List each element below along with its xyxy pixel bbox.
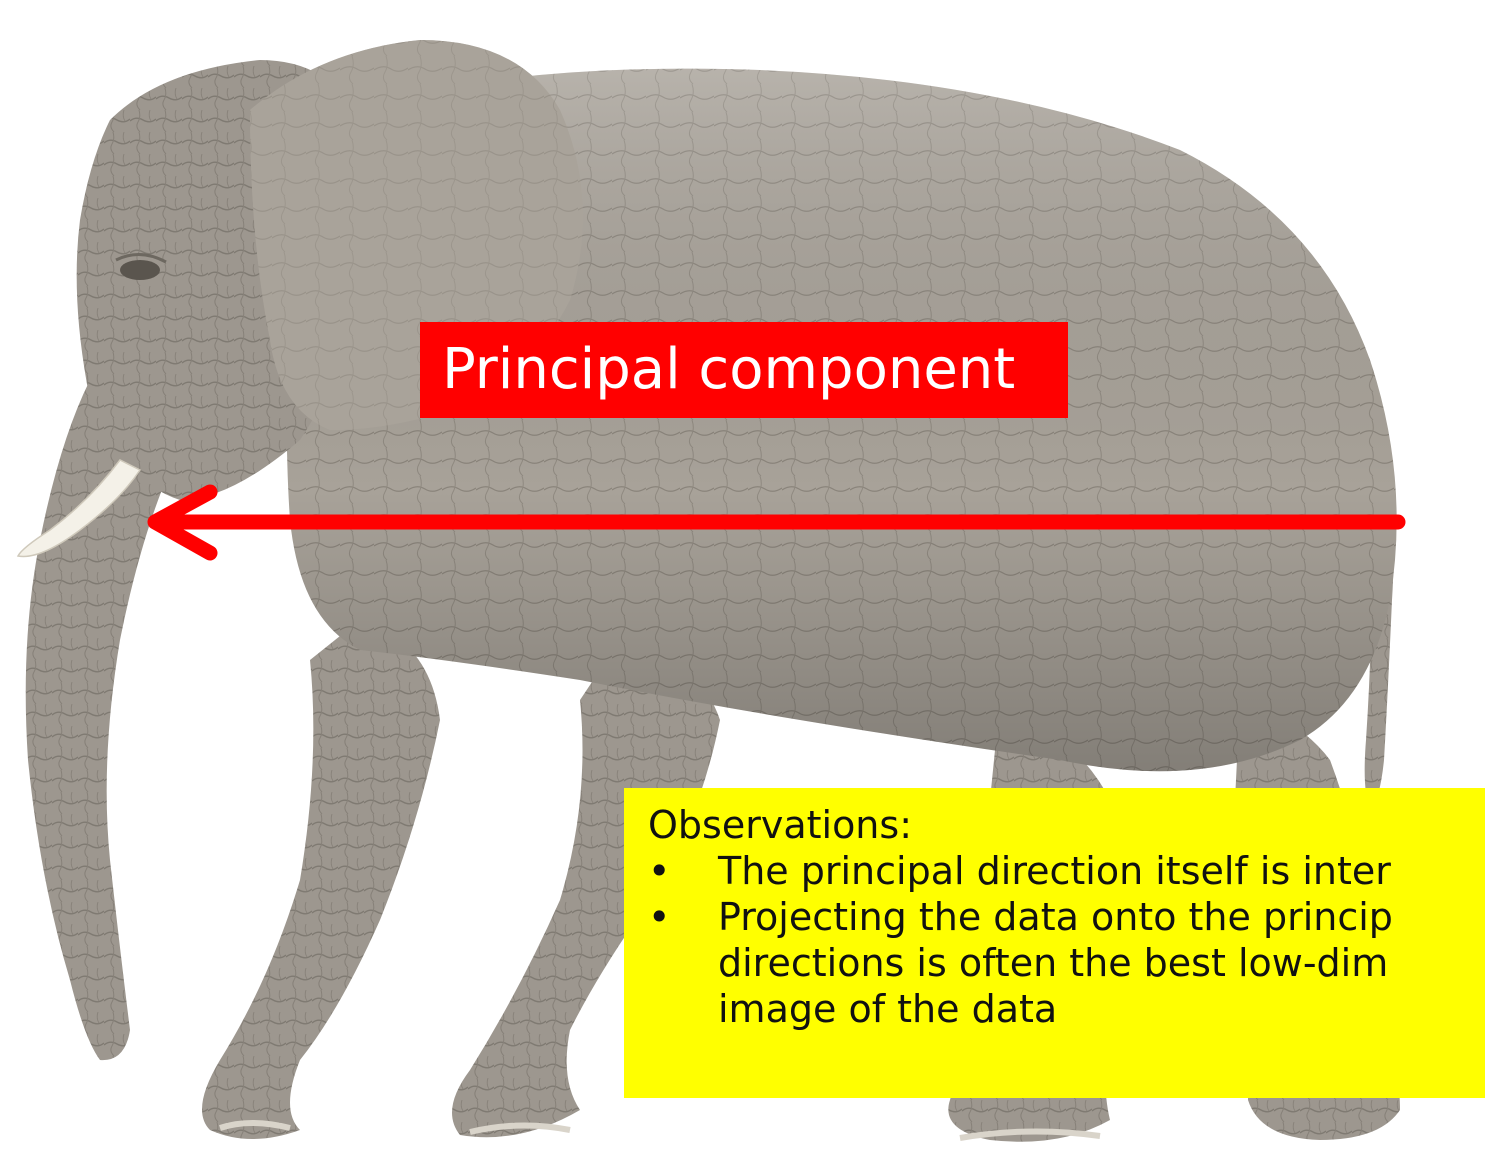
observations-box: Observations: • The principal direction … [624, 788, 1485, 1098]
observation-line: Projecting the data onto the princip [718, 895, 1393, 939]
list-item: • The principal direction itself is inte… [648, 848, 1485, 894]
principal-component-label: Principal component [420, 322, 1068, 418]
observations-heading: Observations: [648, 803, 912, 847]
elephant-front-leg-left [202, 620, 440, 1139]
elephant-tusk [16, 459, 142, 558]
observation-line: directions is often the best low-dim [718, 941, 1389, 985]
observations-list: • The principal direction itself is inte… [648, 848, 1485, 1032]
bullet-icon: • [648, 849, 671, 893]
elephant-trunk [25, 380, 171, 1061]
observation-line: The principal direction itself is inter [718, 849, 1391, 893]
list-item: • Projecting the data onto the princip d… [648, 894, 1485, 1032]
observation-line: image of the data [718, 987, 1058, 1031]
elephant-eye [120, 260, 160, 280]
bullet-icon: • [648, 895, 671, 939]
elephant-front-leg-right [452, 640, 720, 1138]
